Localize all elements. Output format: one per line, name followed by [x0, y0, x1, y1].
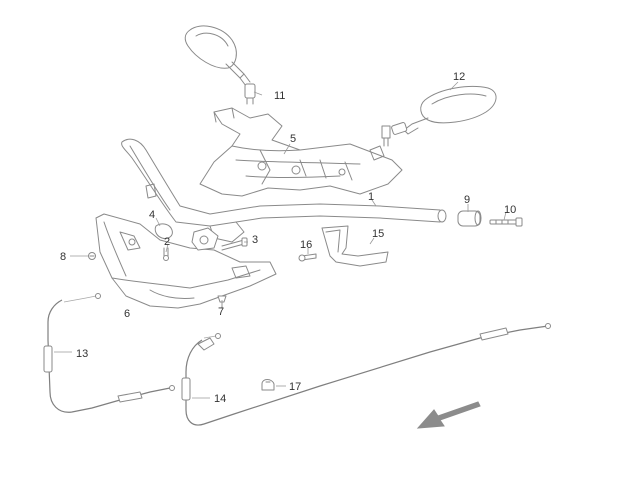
callout-labels: 1 2 3 4 5 6 7 8 9 10 11 12 13 14 15 16 1… [60, 71, 516, 405]
callout-15: 15 [372, 228, 384, 240]
callout-13: 13 [76, 348, 88, 360]
mirror-left [184, 25, 256, 105]
callout-8: 8 [60, 251, 66, 263]
callout-12: 12 [453, 71, 465, 83]
front-direction-arrow-icon [416, 401, 481, 429]
throttle-cable [43, 293, 175, 413]
cable-holder [298, 225, 389, 267]
brake-cable [181, 323, 551, 426]
callout-3: 3 [252, 234, 258, 246]
leader-lines [54, 81, 507, 399]
callout-9: 9 [464, 194, 470, 206]
upper-panel-bracket [199, 107, 403, 197]
callout-14: 14 [214, 393, 226, 405]
callout-10: 10 [504, 204, 516, 216]
callout-6: 6 [124, 308, 130, 320]
callout-5: 5 [290, 133, 296, 145]
mirror-right [381, 86, 497, 147]
callout-16: 16 [300, 239, 312, 251]
grip [457, 210, 482, 227]
switch-assembly [154, 223, 248, 261]
bar-end-bolt [489, 217, 523, 227]
cable-clamp [261, 379, 275, 391]
front-cover [95, 213, 277, 309]
callout-2: 2 [164, 236, 170, 248]
callout-11: 11 [274, 90, 285, 102]
screw-8 [88, 252, 96, 260]
callout-17: 17 [289, 381, 301, 393]
callout-1: 1 [368, 191, 374, 203]
callout-7: 7 [218, 306, 224, 318]
callout-4: 4 [149, 209, 155, 221]
